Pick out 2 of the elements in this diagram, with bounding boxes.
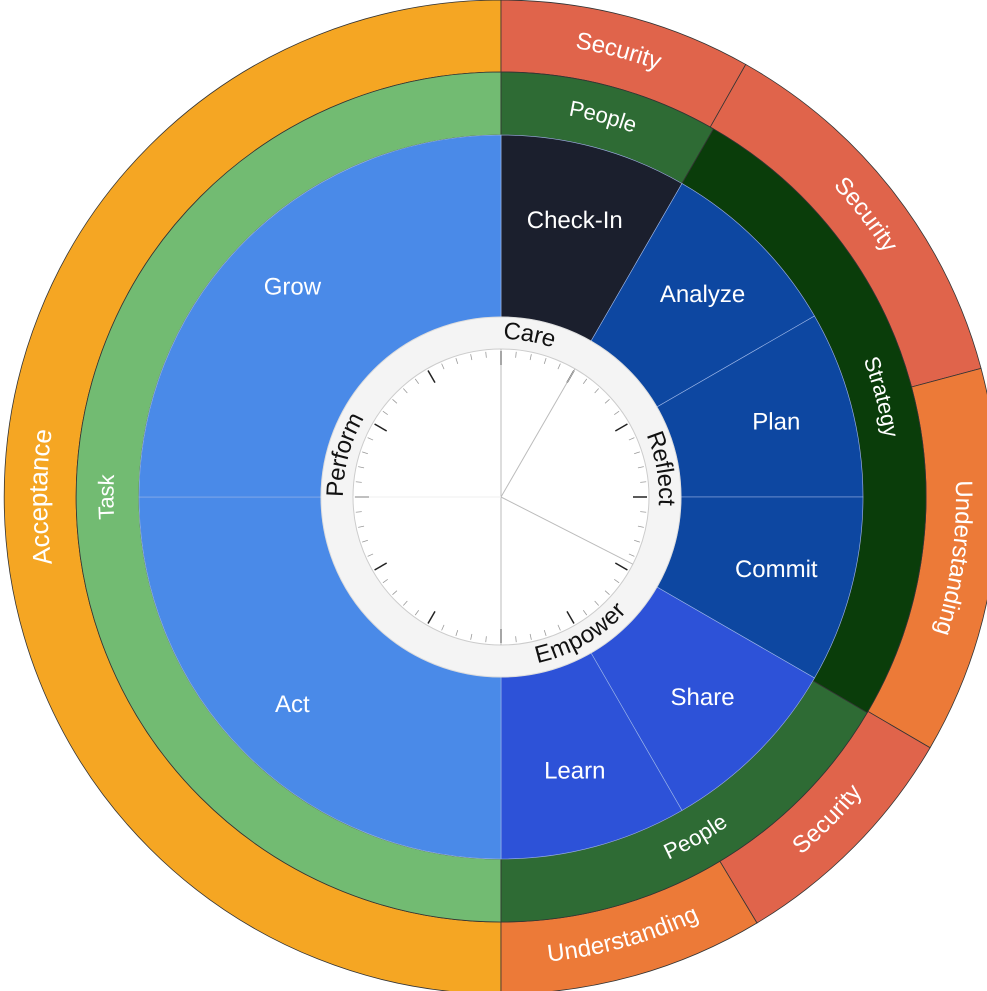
wheel-sector: Act [138,496,502,860]
ring-segment: People [500,72,714,184]
